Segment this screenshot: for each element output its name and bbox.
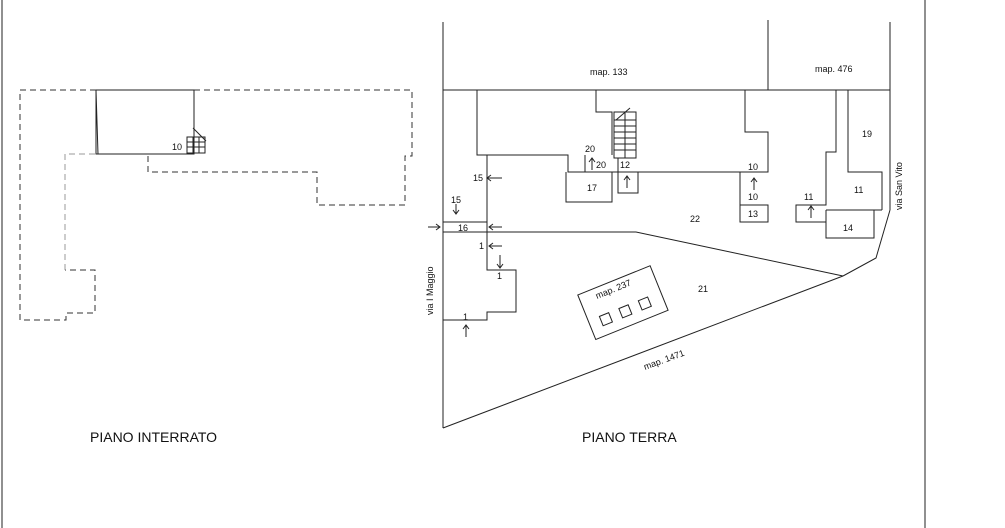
unit-20-label-b: 20: [596, 160, 606, 170]
unit-15-label-b: 15: [451, 195, 461, 205]
building-10-annex: [739, 172, 769, 223]
unit-15-label: 15: [473, 173, 483, 183]
room-12: [617, 158, 639, 194]
building-11: [795, 90, 837, 223]
building-14: [825, 209, 875, 239]
east-street-edge: [842, 209, 891, 277]
building-19: [847, 90, 883, 210]
unit-12-label: 12: [620, 160, 630, 170]
unit-11-label-b: 11: [854, 185, 863, 195]
unit-19-label: 19: [862, 129, 872, 139]
basement-unit-label: 10: [172, 142, 182, 152]
unit-21-label: 21: [698, 284, 708, 294]
basement-title: PIANO INTERRATO: [90, 429, 217, 445]
map-1471-label: map. 1471: [642, 348, 685, 372]
ground-floor-plan: map. 133 map. 476 map. 237 map. 1471 via…: [425, 20, 904, 429]
unit-22-label: 22: [690, 214, 700, 224]
street-via-san-vito: via San Vito: [894, 162, 904, 210]
map-133-label: map. 133: [590, 67, 628, 77]
unit-1-label-b: 1: [497, 271, 502, 281]
basement-outline: [19, 89, 96, 321]
map-476-label: map. 476: [815, 64, 853, 74]
basement-outline-right: [98, 89, 413, 206]
ground-main-block: [476, 90, 745, 173]
unit-16-label: 16: [458, 223, 468, 233]
unit-10-label-b: 10: [748, 192, 758, 202]
ground-west-wing: [443, 232, 517, 321]
ground-floor-title: PIANO TERRA: [582, 429, 677, 445]
unit-13-label: 13: [748, 209, 758, 219]
unit-14-label: 14: [843, 223, 853, 233]
courtyard-boundary: [487, 231, 844, 277]
unit-17-label: 17: [587, 183, 597, 193]
ground-stair-block: [595, 90, 613, 155]
unit-20-label: 20: [585, 144, 595, 154]
map-1471-boundary: [442, 275, 844, 429]
map-237-building: [577, 265, 669, 341]
unit-10-label: 10: [748, 162, 758, 172]
room-17: [565, 172, 613, 203]
basement-stair-icon: [186, 127, 207, 154]
unit-11-label: 11: [804, 192, 813, 202]
unit-1-label-c: 1: [463, 312, 468, 322]
basement-room: [95, 89, 195, 155]
unit-1-label: 1: [479, 241, 484, 251]
access-arrows: [428, 157, 815, 337]
ground-stair-icon: [613, 107, 637, 159]
street-via-maggio: via I Maggio: [425, 266, 435, 315]
building-10: [744, 90, 769, 173]
basement-plan: 10: [19, 89, 413, 321]
sheet-frame: [1, 0, 926, 528]
basement-inner-outline: [64, 153, 98, 270]
